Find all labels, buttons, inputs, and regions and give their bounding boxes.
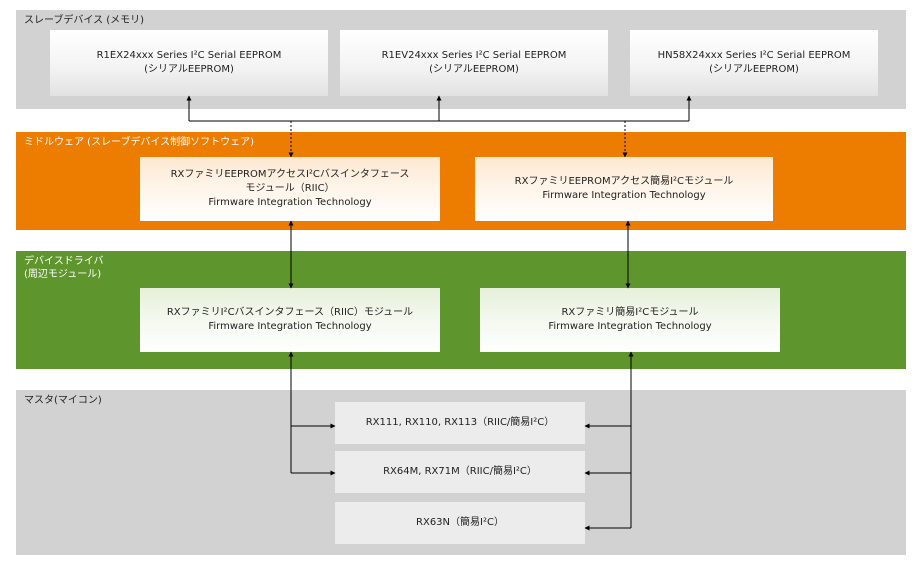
slave-layer-title: スレーブデバイス (メモリ) bbox=[24, 15, 145, 26]
middleware-box-riic: RXファミリEEPROMアクセスI²Cバスインタフェース モジュール（RIIC）… bbox=[140, 157, 440, 221]
eeprom-box-line2: (シリアルEEPROM) bbox=[709, 64, 799, 75]
middleware-box-simple-i2c: RXファミリEEPROMアクセス簡易I²Cモジュール Firmware Inte… bbox=[475, 157, 773, 221]
middleware-box-line1: RXファミリEEPROMアクセスI²Cバスインタフェース bbox=[170, 169, 410, 180]
middleware-box-line2: Firmware Integration Technology bbox=[542, 190, 706, 201]
eeprom-box-r1ev24: R1EV24xxx Series I²C Serial EEPROM (シリアル… bbox=[340, 30, 608, 96]
eeprom-box-line2: (シリアルEEPROM) bbox=[429, 64, 519, 75]
middleware-layer-title: ミドルウェア (スレーブデバイス制御ソフトウェア) bbox=[24, 137, 255, 148]
driver-box-line1: RXファミリI²Cバスインタフェース（RIIC）モジュール bbox=[166, 307, 414, 318]
driver-box-line1: RXファミリ簡易I²Cモジュール bbox=[561, 307, 699, 318]
eeprom-box-line1: HN58X24xxx Series I²C Serial EEPROM bbox=[657, 50, 851, 61]
master-layer-title: マスタ(マイコン) bbox=[24, 395, 102, 406]
middleware-box-line2: モジュール（RIIC） bbox=[245, 183, 335, 194]
mcu-box-rx64m: RX64M, RX71M（RIIC/簡易I²C） bbox=[335, 451, 585, 493]
eeprom-box-hn58x24: HN58X24xxx Series I²C Serial EEPROM (シリア… bbox=[630, 30, 878, 96]
eeprom-box-line1: R1EV24xxx Series I²C Serial EEPROM bbox=[381, 50, 567, 61]
driver-box-line2: Firmware Integration Technology bbox=[208, 321, 372, 332]
mcu-box-rx63n: RX63N（簡易I²C） bbox=[335, 502, 585, 544]
middleware-box-line1: RXファミリEEPROMアクセス簡易I²Cモジュール bbox=[514, 176, 734, 187]
driver-box-riic: RXファミリI²Cバスインタフェース（RIIC）モジュール Firmware I… bbox=[140, 288, 440, 352]
mcu-box-label: RX63N（簡易I²C） bbox=[416, 517, 504, 528]
mcu-box-rx111: RX111, RX110, RX113（RIIC/簡易I²C） bbox=[335, 402, 585, 444]
driver-layer-title: デバイスドライバ (周辺モジュール) bbox=[24, 256, 104, 280]
mcu-box-label: RX64M, RX71M（RIIC/簡易I²C） bbox=[383, 466, 537, 477]
driver-box-simple-i2c: RXファミリ簡易I²Cモジュール Firmware Integration Te… bbox=[480, 288, 780, 352]
mcu-box-label: RX111, RX110, RX113（RIIC/簡易I²C） bbox=[365, 417, 555, 428]
eeprom-box-line1: R1EX24xxx Series I²C Serial EEPROM bbox=[96, 50, 282, 61]
eeprom-box-line2: (シリアルEEPROM) bbox=[144, 64, 234, 75]
driver-box-line2: Firmware Integration Technology bbox=[548, 321, 712, 332]
eeprom-box-r1ex24: R1EX24xxx Series I²C Serial EEPROM (シリアル… bbox=[50, 30, 328, 96]
middleware-box-line3: Firmware Integration Technology bbox=[208, 197, 372, 208]
